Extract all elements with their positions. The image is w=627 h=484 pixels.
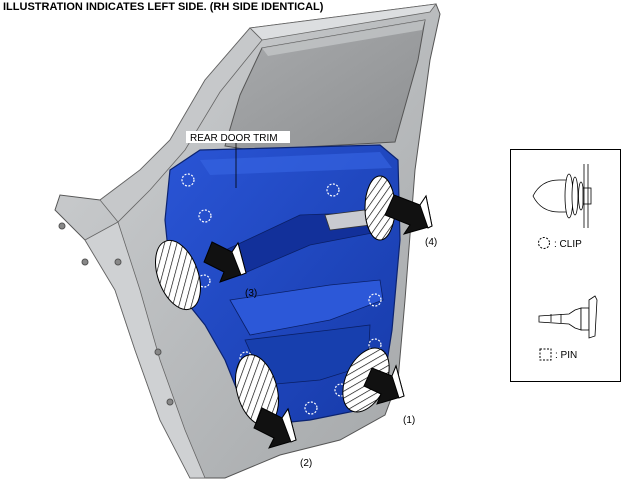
pin-legend-symbol xyxy=(539,348,552,361)
clip-icon xyxy=(532,164,592,228)
page-title: ILLUSTRATION INDICATES LEFT SIDE. (RH SI… xyxy=(3,1,324,13)
removal-arrows xyxy=(203,194,433,449)
hatched-areas xyxy=(155,175,396,426)
clip-marker xyxy=(326,183,340,197)
callout-4-label: (4) xyxy=(425,237,437,248)
trim-label-bg xyxy=(186,131,290,143)
hatched-area-3 xyxy=(155,239,201,311)
legend-box: : CLIP : PIN xyxy=(510,149,621,382)
pin-legend-label: : PIN xyxy=(555,350,577,361)
clip-legend-label: : CLIP xyxy=(554,239,582,250)
legend-graphics: : CLIP : PIN xyxy=(532,164,598,361)
arrow-4 xyxy=(384,194,433,235)
clip-marker xyxy=(181,173,195,187)
callout-2-label: (2) xyxy=(300,458,312,469)
clip-marker xyxy=(304,401,318,415)
trim-label: REAR DOOR TRIM xyxy=(190,133,278,144)
pin-icon xyxy=(538,295,598,339)
callout-3-label: (3) xyxy=(245,288,257,299)
rear-door-trim xyxy=(164,144,401,426)
callout-1-label: (1) xyxy=(403,415,415,426)
window-glass xyxy=(224,19,426,151)
arrow-1 xyxy=(363,364,405,405)
clip-legend-symbol xyxy=(538,237,550,249)
clip-marker xyxy=(368,293,382,307)
arrow-2 xyxy=(253,407,297,449)
clip-marker xyxy=(198,209,212,223)
clip-marker xyxy=(368,338,382,352)
arrow-3 xyxy=(203,241,247,283)
